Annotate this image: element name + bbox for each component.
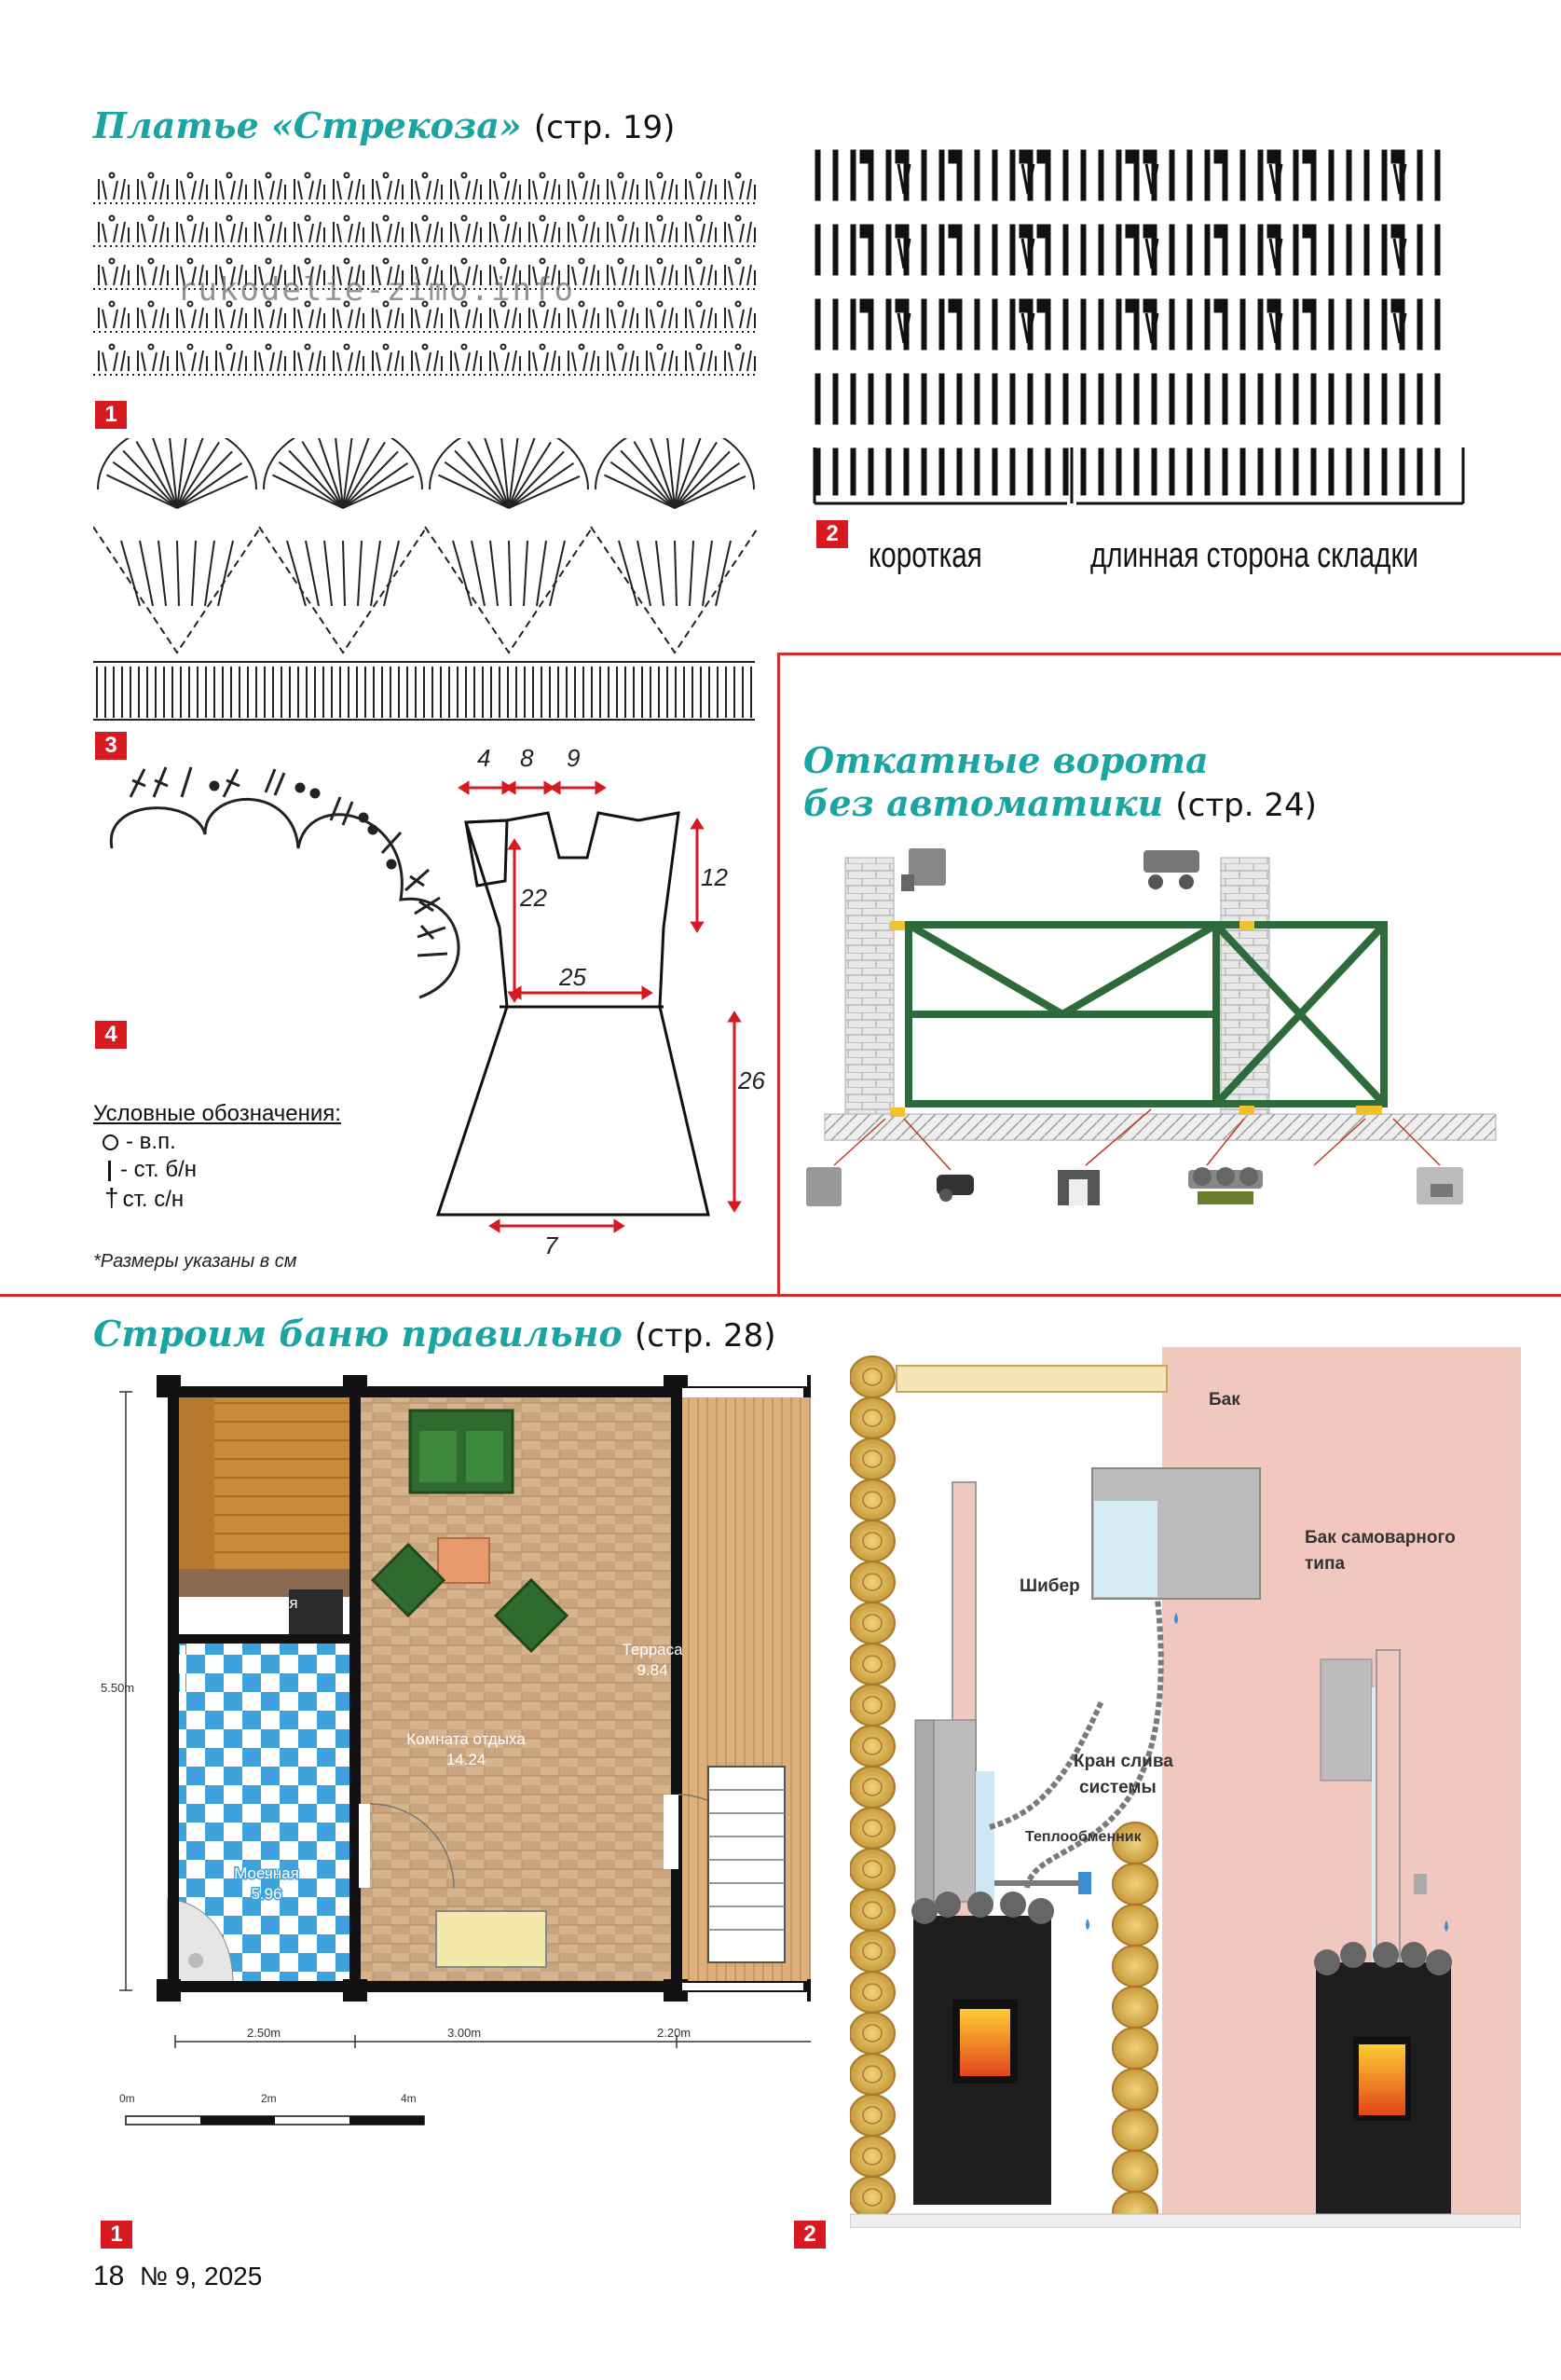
label-tank: Бак (1209, 1390, 1240, 1410)
room-otdyh-name: Комната отдыха (406, 1730, 526, 1748)
dim-12: 12 (701, 863, 728, 891)
dress-chart-4-badge: 4 (95, 1021, 127, 1049)
dim-26: 26 (737, 1066, 765, 1094)
legend-item-sc-text: - ст. б/н (120, 1157, 197, 1182)
label-heat-exchanger: Теплообменник (1025, 1829, 1143, 1845)
section-divider (0, 1294, 1561, 1297)
gate-part-bracket-left-icon (901, 848, 946, 891)
dress-chart-2-badge: 2 (816, 520, 848, 548)
dim-9: 9 (567, 744, 580, 772)
legend-title: Условные обозначения: (93, 1101, 341, 1126)
gate-part-catcher-icon (806, 1167, 842, 1206)
room-terrasa-name: Терраса (622, 1641, 683, 1658)
gates-title: Откатные ворота без автоматики (стр. 24) (803, 739, 1317, 827)
legend-item-dc-text: ст. с/н (122, 1187, 185, 1212)
banya-plan-badge: 1 (101, 2221, 132, 2249)
room-otdyh-area: 14.24 (446, 1751, 486, 1768)
dress-chart-3-badge: 3 (95, 732, 127, 760)
gates-title-line2: без автоматики (803, 782, 1164, 824)
banya-floor-plan: Парная 5.96 Моечная 5.96 Комната отдыха … (101, 1375, 811, 2125)
scale-2: 2m (261, 2092, 277, 2105)
scale-bar: 0m 2m 4m (119, 2092, 425, 2125)
dress-title: Платье «Стрекоза» (стр. 19) (93, 104, 675, 149)
gate-part-end-roller-icon (937, 1175, 974, 1202)
dim-25: 25 (558, 963, 586, 991)
legend: Условные обозначения: - в.п. - ст. б/н †… (93, 1100, 401, 1214)
gates-title-line1: Откатные ворота (803, 739, 1209, 781)
dim-7: 7 (544, 1231, 559, 1259)
banya-stove-badge: 2 (794, 2221, 826, 2249)
room-moechnaya-area: 5.96 (251, 1885, 281, 1903)
footer: 18 № 9, 2025 (93, 2261, 262, 2292)
legend-item-sc: - ст. б/н (93, 1156, 401, 1184)
gate-part-carriage-icon (1188, 1167, 1263, 1204)
label-samovar-1: Бак самоварного (1305, 1528, 1456, 1548)
gate-part-roller-top-icon (1143, 850, 1199, 889)
dress-chart-2 (813, 149, 1465, 505)
room-terrasa-area: 9.84 (637, 1661, 667, 1679)
size-note: *Размеры указаны в см (93, 1251, 297, 1272)
gate-part-end-cap-icon (1417, 1167, 1463, 1204)
label-drain-2: системы (1079, 1778, 1157, 1797)
banya-title: Строим баню правильно (стр. 28) (93, 1313, 775, 1357)
dress-chart-4 (109, 766, 460, 999)
dress-pattern: 4 8 9 12 22 25 26 7 (435, 744, 765, 1259)
dress-chart-3 (93, 438, 760, 721)
pleat-long-label: длинная сторона складки (1090, 536, 1418, 575)
room-parnaya-area: 5.96 (254, 1615, 285, 1632)
dress-page-ref: (стр. 19) (533, 109, 676, 146)
banya-title-text: Строим баню правильно (93, 1313, 623, 1355)
room-moechnaya-name: Моечная (234, 1864, 299, 1882)
plan-dim-w3: 2.20m (657, 2026, 691, 2040)
dim-22: 22 (519, 884, 547, 912)
label-drain-1: Кран слива (1074, 1752, 1173, 1771)
plan-dim-w2: 3.00m (447, 2026, 481, 2040)
dress-title-text: Платье «Стрекоза» (93, 104, 522, 146)
legend-item-dc: †ст. с/н (93, 1184, 401, 1214)
dress-chart-1: rukodelie-zimo.info (93, 172, 756, 376)
gates-frame-left (777, 653, 780, 1296)
chain-stitch-icon (103, 1135, 118, 1151)
pleat-short-label: короткая (869, 536, 982, 575)
gates-frame-top (777, 653, 1561, 655)
label-damper: Шибер (1020, 1576, 1080, 1596)
legend-item-chain: - в.п. (93, 1128, 401, 1156)
issue-number: № 9, 2025 (140, 2262, 263, 2291)
label-samovar-2: типа (1305, 1554, 1345, 1574)
single-crochet-icon (108, 1160, 111, 1181)
scale-4: 4m (401, 2092, 417, 2105)
dim-8: 8 (520, 744, 534, 772)
room-parnaya-name: Парная (242, 1594, 297, 1612)
banya-stove-diagram: Бак Шибер Бак самоварного типа Кран слив… (850, 1347, 1521, 2228)
page-number: 18 (93, 2261, 125, 2291)
dress-chart-1-badge: 1 (95, 401, 127, 429)
double-crochet-icon: † (104, 1183, 119, 1212)
watermark: rukodelie-zimo.info (177, 271, 575, 309)
scale-0: 0m (119, 2092, 135, 2105)
legend-item-chain-text: - в.п. (126, 1129, 176, 1154)
dim-4: 4 (477, 744, 490, 772)
plan-dim-height: 5.50m (101, 1681, 134, 1695)
banya-page-ref: (стр. 28) (634, 1317, 776, 1355)
gate-part-rail-icon (1058, 1170, 1100, 1205)
gates-page-ref: (стр. 24) (1175, 787, 1317, 824)
gates-diagram (806, 848, 1497, 1206)
plan-dim-w1: 2.50m (247, 2026, 281, 2040)
